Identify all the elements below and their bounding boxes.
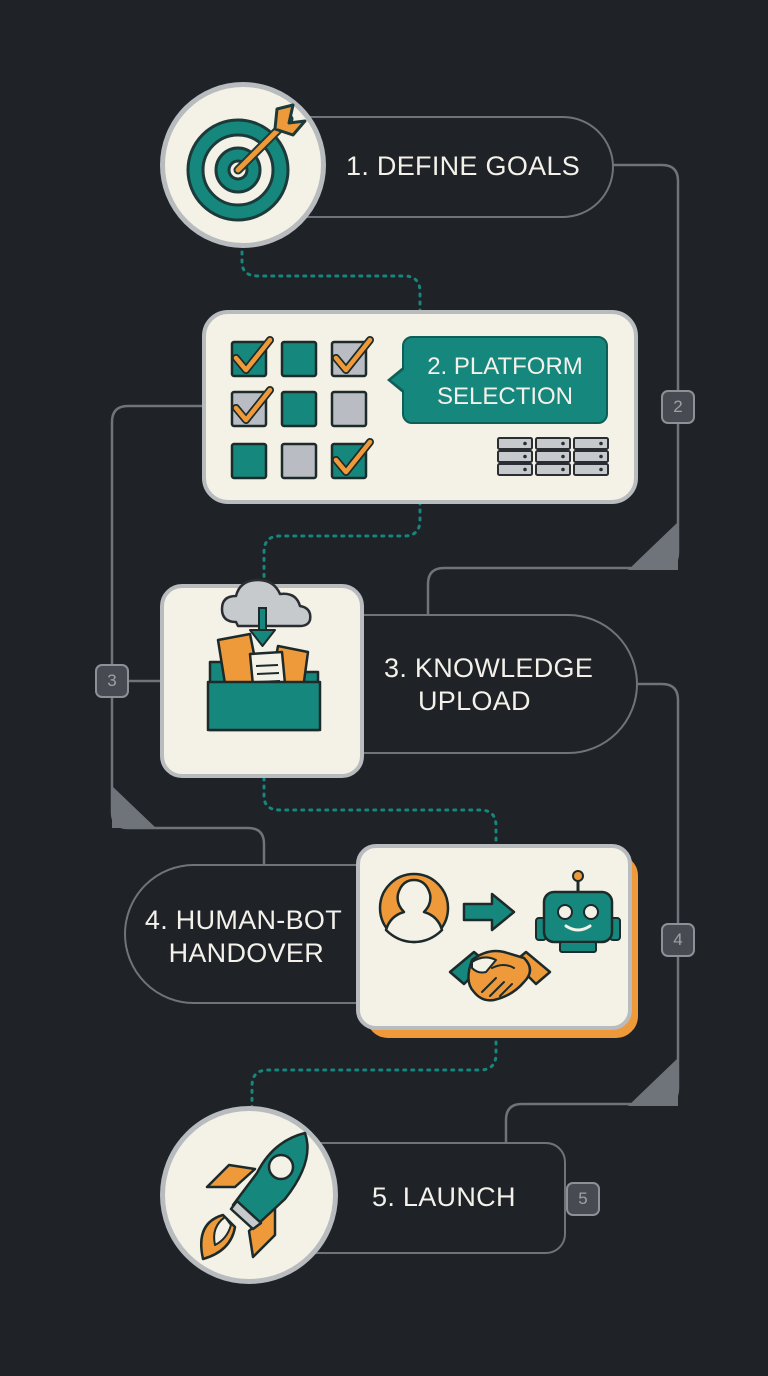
step-3-badge: 3 <box>95 664 129 698</box>
step-3-label-line-1: 3. KNOWLEDGE <box>384 653 594 683</box>
step-5-badge: 5 <box>566 1182 600 1216</box>
step-4-label-line-2: HANDOVER <box>168 938 324 968</box>
checklist-grid-icon <box>230 336 374 480</box>
step-1-label-line-1: 1. DEFINE GOALS <box>346 151 581 181</box>
step-1-label: 1. DEFINE GOALS <box>346 150 580 183</box>
step-3-label: 3. KNOWLEDGE UPLOAD <box>384 652 593 718</box>
human-robot-handshake-icon <box>378 870 621 1002</box>
server-stack-icon <box>497 437 609 476</box>
cloud-upload-folder-icon <box>206 578 322 732</box>
step-5-icon-circle <box>160 1106 338 1284</box>
step-5-label-line-1: 5. LAUNCH <box>372 1182 516 1212</box>
step-2-label-line-2: SELECTION <box>436 383 574 410</box>
step-2-label: 2. PLATFORM SELECTION <box>387 336 608 424</box>
step-5-label: 5. LAUNCH <box>372 1181 516 1214</box>
step-2-label-line-1: 2. PLATFORM <box>427 353 583 380</box>
step-4-label-line-1: 4. HUMAN-BOT <box>144 905 342 935</box>
target-icon <box>186 103 307 222</box>
step-3-card <box>160 578 364 778</box>
step-1-icon-circle <box>160 82 326 248</box>
step-4-label: 4. HUMAN-BOT HANDOVER <box>132 904 342 970</box>
rocket-icon <box>200 1131 309 1261</box>
step-4-badge: 4 <box>661 923 695 957</box>
step-3-label-line-2: UPLOAD <box>418 686 531 716</box>
step-4-card <box>356 844 632 1030</box>
step-2-badge: 2 <box>661 390 695 424</box>
